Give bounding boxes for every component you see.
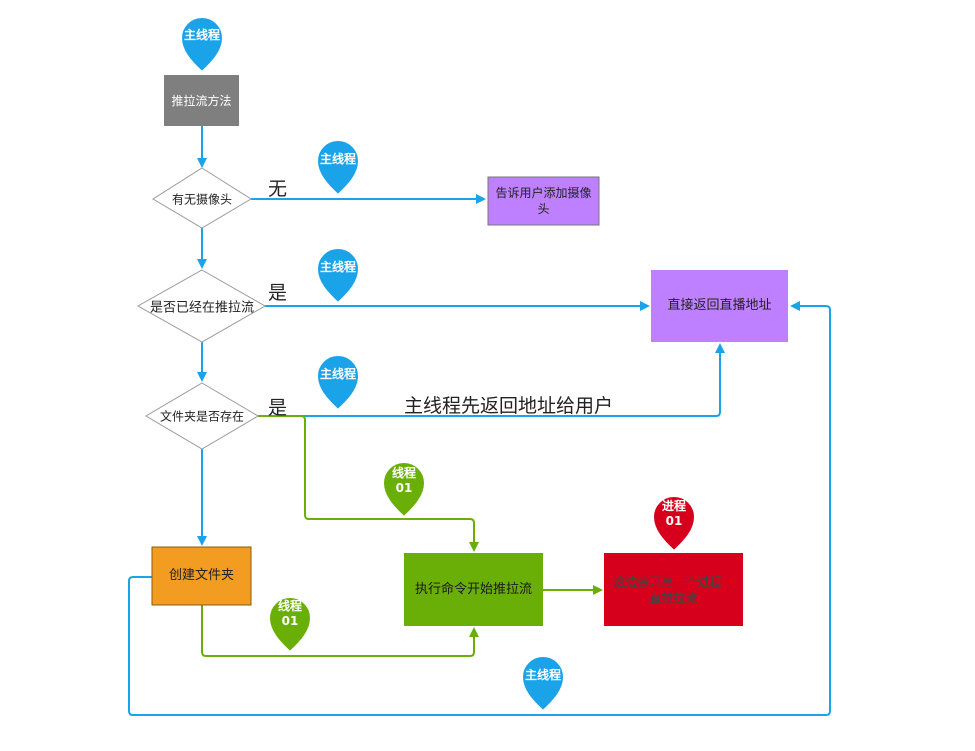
edge-label-main-return: 主线程先返回地址给用户 (404, 395, 614, 417)
pin-label-process-line1: 进程 (661, 499, 686, 513)
pin-label-main-thread: 主线程 (319, 152, 356, 166)
map-pin-icon (520, 655, 566, 713)
pin-label-thread-line1: 线程 (277, 599, 302, 613)
pin-label-main-thread: 主线程 (524, 668, 561, 682)
pin-label-main-thread: 主线程 (183, 28, 220, 42)
tell-user-node-label: 告诉用户添加摄像头 (495, 186, 592, 216)
pin-label-thread-line1: 线程 (391, 466, 416, 480)
pin-label-main-thread: 主线程 (319, 367, 356, 381)
pin-label-thread-01: 线程 01 (268, 599, 312, 629)
already-pushing-diamond (136, 269, 267, 343)
map-pin-icon (381, 461, 427, 519)
start-node-label: 推拉流方法 (171, 93, 232, 108)
return-addr-node-label: 直接返回直播地址 (667, 298, 772, 313)
tell-user-box (487, 176, 600, 226)
map-pin-icon (651, 495, 697, 553)
edge-label-yes-pushing: 是 (268, 282, 288, 304)
map-pin-icon (315, 139, 361, 197)
exec-cmd-node-label: 执行命令开始推拉流 (414, 581, 532, 597)
create-folder-node-label: 创建文件夹 (168, 568, 234, 583)
edge-create-to-exec (201, 605, 479, 657)
pin-label-main-thread: 主线程 (319, 260, 356, 274)
pin-label-process-line2: 01 (665, 514, 683, 528)
folder-exists-diamond (145, 382, 259, 450)
map-pin-icon (179, 16, 225, 74)
new-process-node-label: 这边会开启一个进程一直推拉流 (613, 574, 734, 605)
map-pin-icon (315, 247, 361, 305)
edge-folder-yes-exec (258, 415, 479, 552)
pin-label-thread-01: 线程 01 (382, 466, 426, 496)
edge-label-none: 无 (268, 178, 288, 200)
has-camera-diamond (152, 167, 252, 229)
pin-label-thread-line2: 01 (395, 481, 413, 495)
folder-exists-label: 文件夹是否存在 (159, 409, 245, 424)
map-pin-icon (267, 596, 313, 654)
already-pushing-label: 是否已经在推拉流 (149, 300, 255, 316)
edge-loop-to-return (128, 301, 831, 716)
create-folder-box (151, 546, 252, 606)
edge-folder-yes-return (258, 343, 725, 417)
pin-label-process-01: 进程 01 (652, 499, 696, 529)
edge-label-yes-folder: 是 (268, 397, 288, 419)
has-camera-label: 有无摄像头 (171, 192, 233, 207)
exec-cmd-box (404, 553, 543, 626)
return-addr-box (651, 270, 788, 342)
start-box (164, 75, 239, 126)
map-pin-icon (315, 354, 361, 412)
new-process-box (604, 553, 743, 626)
pin-label-thread-line2: 01 (281, 614, 299, 628)
